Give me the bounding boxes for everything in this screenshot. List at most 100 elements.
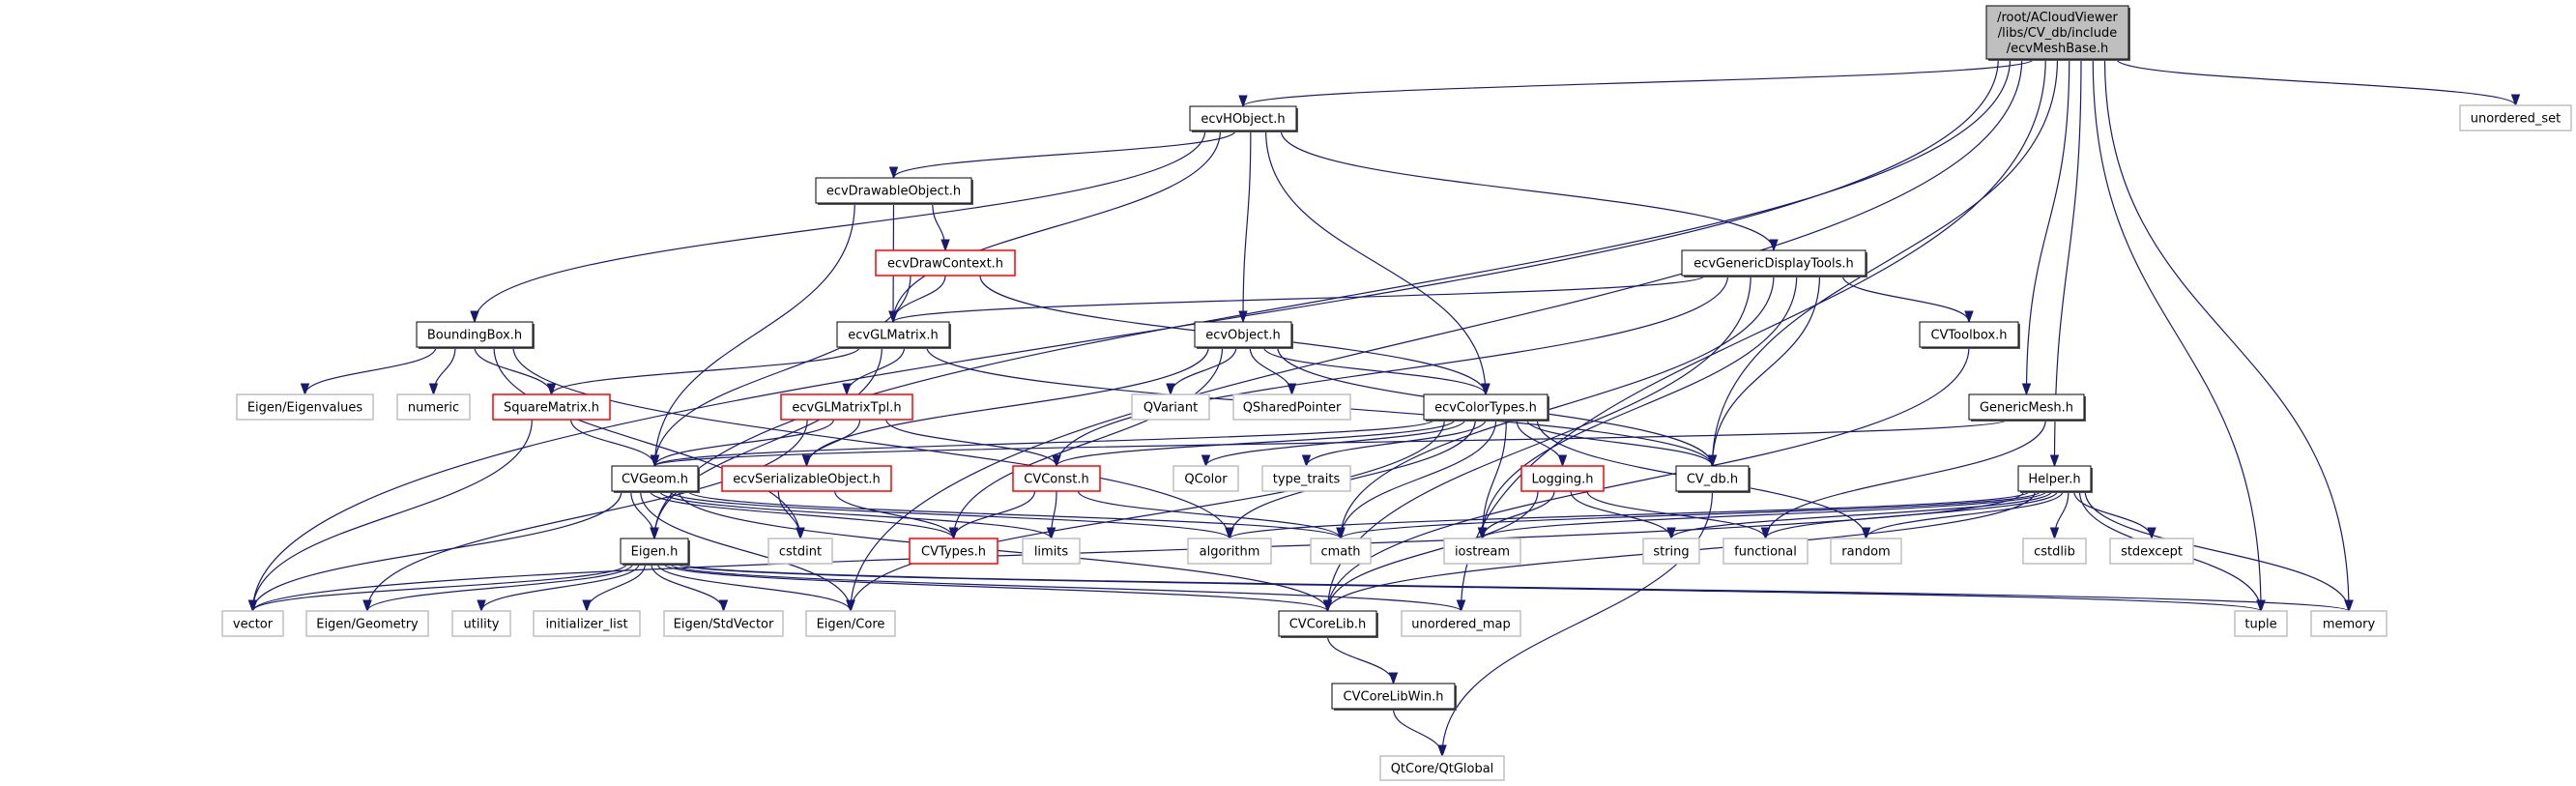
node-box[interactable] bbox=[1331, 683, 1456, 710]
node-box[interactable] bbox=[620, 538, 689, 565]
node-cv-db[interactable]: CV_db.h bbox=[1675, 465, 1751, 493]
node-ecvserializableobject[interactable]: ecvSerializableObject.h bbox=[721, 465, 892, 492]
node-box[interactable] bbox=[875, 249, 1016, 277]
node-box[interactable] bbox=[1423, 393, 1548, 421]
node-box[interactable] bbox=[2310, 610, 2388, 637]
node-utility[interactable]: utility bbox=[451, 610, 511, 637]
node-qcolor[interactable]: QColor bbox=[1172, 465, 1239, 492]
node-unordered-map[interactable]: unordered_map bbox=[1401, 610, 1521, 637]
node-eigen-stdvector[interactable]: Eigen/StdVector bbox=[663, 610, 784, 637]
node-box[interactable] bbox=[909, 538, 999, 565]
node-boundingbox[interactable]: BoundingBox.h bbox=[416, 321, 535, 349]
node-box[interactable] bbox=[451, 610, 511, 637]
node-box[interactable] bbox=[805, 610, 896, 637]
node-random[interactable]: random bbox=[1830, 538, 1902, 565]
node-algorithm[interactable]: algorithm bbox=[1187, 538, 1272, 565]
node-ecvgenericdisplaytools[interactable]: ecvGenericDisplayTools.h bbox=[1681, 249, 1867, 277]
node-root[interactable]: /root/ACloudViewer/libs/CV_db/include/ec… bbox=[1985, 5, 2130, 61]
node-box[interactable] bbox=[1520, 465, 1605, 492]
node-box[interactable] bbox=[1443, 538, 1521, 565]
node-cvcorelib[interactable]: CVCoreLib.h bbox=[1278, 610, 1378, 638]
node-ecvcolortypes[interactable]: ecvColorTypes.h bbox=[1423, 393, 1549, 422]
node-qtcore-qtglobal[interactable]: QtCore/QtGlobal bbox=[1379, 755, 1505, 781]
node-logging[interactable]: Logging.h bbox=[1520, 465, 1605, 492]
node-box[interactable] bbox=[1278, 610, 1377, 637]
node-box[interactable] bbox=[1722, 538, 1809, 565]
node-box[interactable] bbox=[416, 321, 534, 348]
node-cvconst[interactable]: CVConst.h bbox=[1012, 465, 1101, 492]
node-box[interactable] bbox=[1830, 538, 1902, 565]
node-box[interactable] bbox=[221, 610, 284, 637]
node-box[interactable] bbox=[1022, 538, 1081, 565]
node-box[interactable] bbox=[815, 177, 972, 204]
node-cvcorelibwin[interactable]: CVCoreLibWin.h bbox=[1331, 683, 1457, 711]
node-box[interactable] bbox=[1919, 321, 2019, 348]
node-eigen-geometry[interactable]: Eigen/Geometry bbox=[305, 610, 429, 637]
node-box[interactable] bbox=[492, 393, 611, 421]
node-tuple[interactable]: tuple bbox=[2234, 610, 2288, 637]
node-eigen[interactable]: Eigen.h bbox=[620, 538, 690, 566]
node-box[interactable] bbox=[2022, 538, 2087, 565]
node-qsharedpointer[interactable]: QSharedPointer bbox=[1232, 393, 1351, 421]
node-qvariant[interactable]: QVariant bbox=[1131, 393, 1210, 421]
node-box[interactable] bbox=[1310, 538, 1372, 565]
node-box[interactable] bbox=[1681, 249, 1867, 277]
node-box[interactable] bbox=[2109, 538, 2194, 565]
node-squarematrix[interactable]: SquareMatrix.h bbox=[492, 393, 611, 421]
node-ecvdrawableobject[interactable]: ecvDrawableObject.h bbox=[815, 177, 973, 205]
node-ecvglmatrix[interactable]: ecvGLMatrix.h bbox=[836, 321, 951, 349]
node-box[interactable] bbox=[1194, 321, 1292, 348]
node-cvtoolbox[interactable]: CVToolbox.h bbox=[1919, 321, 2020, 349]
node-ecvhobject[interactable]: ecvHObject.h bbox=[1189, 105, 1298, 132]
node-cvgeom[interactable]: CVGeom.h bbox=[611, 465, 700, 493]
node-box[interactable] bbox=[1401, 610, 1521, 637]
node-functional[interactable]: functional bbox=[1722, 538, 1809, 565]
node-string[interactable]: string bbox=[1642, 538, 1700, 565]
node-box[interactable] bbox=[1968, 393, 2085, 421]
node-box[interactable] bbox=[2234, 610, 2288, 637]
node-box[interactable] bbox=[611, 465, 699, 492]
node-iostream[interactable]: iostream bbox=[1443, 538, 1521, 565]
node-stdexcept[interactable]: stdexcept bbox=[2109, 538, 2194, 565]
node-box[interactable] bbox=[533, 610, 641, 637]
node-box[interactable] bbox=[236, 393, 374, 421]
node-ecvobject[interactable]: ecvObject.h bbox=[1194, 321, 1293, 349]
node-limits[interactable]: limits bbox=[1022, 538, 1081, 565]
node-type-traits[interactable]: type_traits bbox=[1261, 465, 1351, 492]
node-box[interactable] bbox=[1675, 465, 1750, 492]
node-box[interactable] bbox=[1189, 105, 1297, 131]
node-vector[interactable]: vector bbox=[221, 610, 284, 637]
node-box[interactable] bbox=[1172, 465, 1239, 492]
node-box[interactable] bbox=[2459, 104, 2572, 131]
node-cstdint[interactable]: cstdint bbox=[767, 538, 833, 565]
node-initializer-list[interactable]: initializer_list bbox=[533, 610, 641, 637]
node-box[interactable] bbox=[1232, 393, 1351, 421]
node-cvtypes[interactable]: CVTypes.h bbox=[909, 538, 999, 565]
node-eigen-core[interactable]: Eigen/Core bbox=[805, 610, 896, 637]
node-box[interactable] bbox=[1012, 465, 1101, 492]
node-memory[interactable]: memory bbox=[2310, 610, 2388, 637]
node-helper[interactable]: Helper.h bbox=[2017, 465, 2093, 493]
node-unordered-set[interactable]: unordered_set bbox=[2459, 104, 2572, 131]
node-box[interactable] bbox=[396, 393, 471, 421]
node-box[interactable] bbox=[836, 321, 950, 348]
node-cstdlib[interactable]: cstdlib bbox=[2022, 538, 2087, 565]
node-box[interactable] bbox=[2017, 465, 2092, 492]
node-cmath[interactable]: cmath bbox=[1310, 538, 1372, 565]
node-box[interactable] bbox=[1187, 538, 1272, 565]
node-box[interactable] bbox=[721, 465, 892, 492]
node-box[interactable] bbox=[1985, 5, 2129, 60]
node-ecvdrawcontext[interactable]: ecvDrawContext.h bbox=[875, 249, 1016, 277]
node-box[interactable] bbox=[305, 610, 429, 637]
node-box[interactable] bbox=[1379, 755, 1505, 781]
node-ecvglmatrixtpl[interactable]: ecvGLMatrixTpl.h bbox=[780, 393, 913, 421]
node-eigen-eigenvalues[interactable]: Eigen/Eigenvalues bbox=[236, 393, 374, 421]
node-box[interactable] bbox=[1131, 393, 1210, 421]
node-box[interactable] bbox=[767, 538, 833, 565]
node-box[interactable] bbox=[1642, 538, 1700, 565]
node-box[interactable] bbox=[663, 610, 784, 637]
node-box[interactable] bbox=[780, 393, 913, 421]
node-genericmesh[interactable]: GenericMesh.h bbox=[1968, 393, 2086, 422]
node-box[interactable] bbox=[1261, 465, 1351, 492]
node-numeric[interactable]: numeric bbox=[396, 393, 471, 421]
